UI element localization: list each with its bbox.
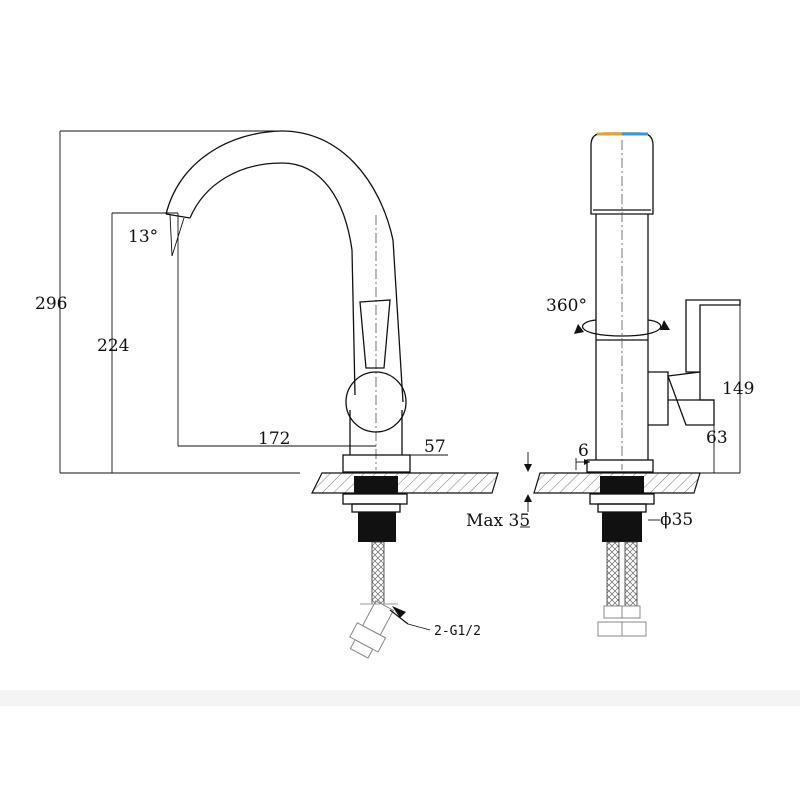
dimension-172-lines xyxy=(177,213,376,447)
hose-leader xyxy=(389,606,431,631)
dimension-149-lines xyxy=(700,300,741,474)
label-57: 57 xyxy=(424,437,446,457)
base-flange xyxy=(342,454,411,473)
hoses-right xyxy=(597,541,647,637)
label-13-degrees: 13° xyxy=(128,227,158,247)
label-6: 6 xyxy=(578,441,589,461)
label-296: 296 xyxy=(35,294,67,314)
side-handle xyxy=(648,299,741,426)
dimension-296-lines xyxy=(59,130,280,474)
faucet-column xyxy=(595,140,649,470)
label-172: 172 xyxy=(258,429,290,449)
handle-lever xyxy=(359,299,391,369)
mount-nut-left xyxy=(342,476,408,542)
hose-left xyxy=(349,541,398,659)
dimension-224-lines xyxy=(111,212,300,474)
label-224: 224 xyxy=(97,336,129,356)
deck-thickness-arrows-left xyxy=(520,452,532,528)
spout-top xyxy=(590,132,654,215)
label-360-degrees: 360° xyxy=(546,296,587,316)
front-view: 360° 149 63 6 ϕ35 xyxy=(533,132,754,637)
angle-13-marker xyxy=(169,213,185,257)
mount-nut-right xyxy=(589,476,660,542)
countertop-left xyxy=(311,472,499,494)
label-hose-thread: 2-G1/2 xyxy=(434,624,481,639)
rotation-arrow xyxy=(574,319,670,337)
base-front xyxy=(575,458,654,473)
label-63: 63 xyxy=(706,428,728,448)
label-diameter-35: ϕ35 xyxy=(660,510,693,530)
label-max-35: Max 35 xyxy=(466,511,530,531)
label-149: 149 xyxy=(722,379,754,399)
faucet-body-lower xyxy=(349,410,403,455)
side-view: 13° 296 224 172 57 Max 35 2-G1/2 xyxy=(35,130,532,659)
cartridge-body xyxy=(345,371,407,433)
footer-band xyxy=(0,690,800,706)
spout xyxy=(165,130,404,470)
